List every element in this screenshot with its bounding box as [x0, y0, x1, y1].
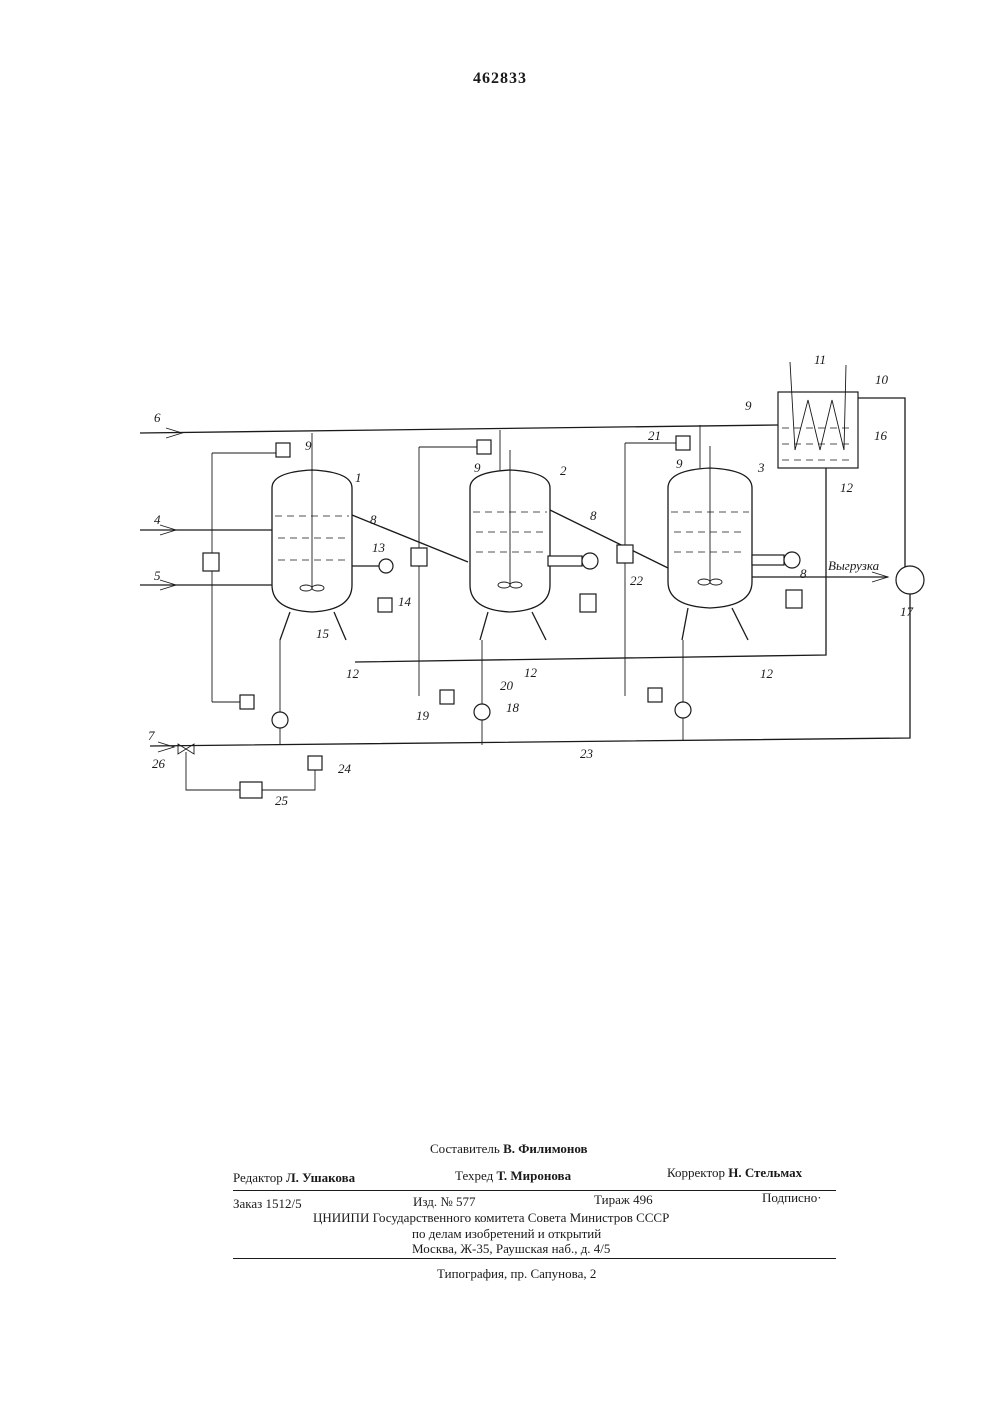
label-unload: Выгрузка	[828, 558, 880, 573]
label-16: 16	[874, 428, 888, 443]
org-line-1: ЦНИИПИ Государственного комитета Совета …	[313, 1210, 669, 1226]
label-24: 24	[338, 761, 352, 776]
circulation: Тираж 496	[594, 1192, 653, 1208]
reactor-3	[617, 425, 802, 740]
label-12c: 12	[524, 665, 538, 680]
compiler: Составитель В. Филимонов	[430, 1141, 588, 1157]
reactor-2	[411, 430, 598, 745]
editor: Редактор Л. Ушакова	[233, 1170, 355, 1186]
label-19: 19	[416, 708, 430, 723]
label-15: 15	[316, 626, 330, 641]
line-6	[140, 425, 778, 433]
controller-25	[240, 782, 262, 798]
order: Заказ 1512/5	[233, 1196, 302, 1212]
corrector: Корректор Н. Стельмах	[667, 1165, 802, 1181]
label-1: 1	[355, 470, 362, 485]
label-6: 6	[154, 410, 161, 425]
label-4: 4	[154, 512, 161, 527]
rule-top	[233, 1190, 836, 1191]
label-12d: 12	[760, 666, 774, 681]
label-26: 26	[152, 756, 166, 771]
control-loop-26	[262, 770, 315, 790]
subscription: Подписно·	[762, 1190, 822, 1206]
pump-17	[896, 566, 924, 594]
label-12b: 12	[346, 666, 360, 681]
label-22: 22	[630, 573, 644, 588]
techred: Техред Т. Миронова	[455, 1168, 571, 1184]
label-10: 10	[875, 372, 889, 387]
label-12a: 12	[840, 480, 854, 495]
label-8b: 8	[590, 508, 597, 523]
label-21: 21	[648, 428, 661, 443]
label-13: 13	[372, 540, 386, 555]
label-8a: 8	[370, 512, 377, 527]
printing-house: Типография, пр. Сапунова, 2	[437, 1266, 596, 1282]
label-3: 3	[757, 460, 765, 475]
label-7: 7	[148, 728, 155, 743]
reactor-1	[203, 433, 393, 745]
label-23: 23	[580, 746, 594, 761]
label-11: 11	[814, 352, 826, 367]
edition: Изд. № 577	[413, 1194, 476, 1210]
sensor-24	[308, 756, 322, 770]
label-8c: 8	[800, 566, 807, 581]
org-line-2: по делам изобретений и открытий	[412, 1226, 601, 1242]
label-9b: 9	[474, 460, 481, 475]
label-14: 14	[398, 594, 412, 609]
label-5: 5	[154, 568, 161, 583]
label-9d: 9	[745, 398, 752, 413]
heat-exchanger-10	[778, 392, 858, 468]
label-18: 18	[506, 700, 520, 715]
label-20: 20	[500, 678, 514, 693]
arrow-7	[158, 742, 174, 752]
rule-bottom	[233, 1258, 836, 1259]
process-flow-diagram: 1 2 3 4 5 6 7 8 8 8 9 9 9 9 10 11 12 12 …	[0, 0, 1000, 900]
address: Москва, Ж-35, Раушская наб., д. 4/5	[412, 1241, 610, 1257]
label-25: 25	[275, 793, 289, 808]
line-16	[858, 398, 905, 568]
label-9a: 9	[305, 438, 312, 453]
label-2: 2	[560, 463, 567, 478]
label-9c: 9	[676, 456, 683, 471]
label-17: 17	[900, 604, 914, 619]
